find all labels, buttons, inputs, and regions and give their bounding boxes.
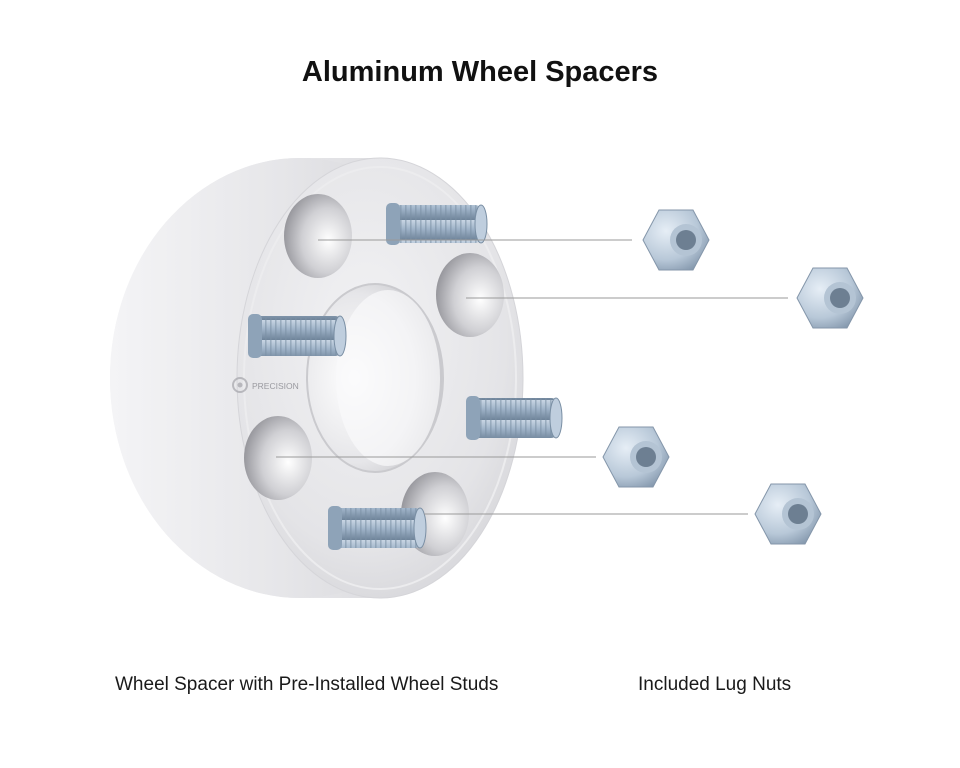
lug-nuts-caption: Included Lug Nuts (638, 674, 792, 695)
leader-lines (276, 239, 788, 515)
wheel-stud-icon (248, 203, 563, 550)
lug-nut-icon (602, 209, 864, 545)
page-title: Aluminum Wheel Spacers (301, 56, 659, 88)
brand-mark: PRECISION (252, 381, 299, 391)
spacer-caption: Wheel Spacer with Pre-Installed Wheel St… (115, 674, 499, 695)
